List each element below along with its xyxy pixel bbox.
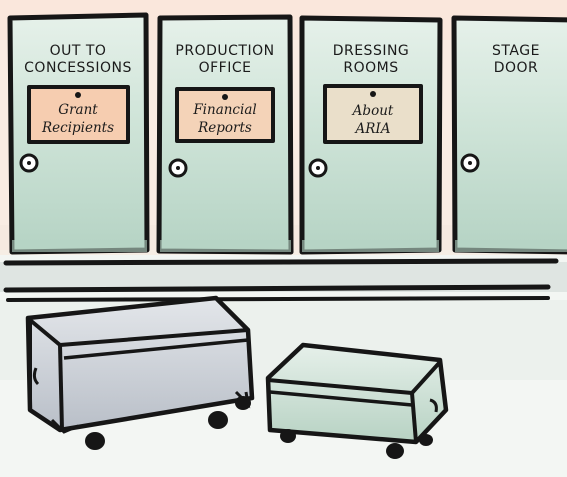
sign-line2: Recipients bbox=[41, 120, 114, 136]
door-title-line1: OUT TO bbox=[50, 43, 107, 59]
door-title-line2: CONCESSIONS bbox=[24, 60, 132, 76]
door-title-line1: PRODUCTION bbox=[175, 43, 274, 59]
doorknob-icon bbox=[460, 153, 480, 173]
road-case-grey bbox=[25, 295, 255, 450]
doorknob-icon bbox=[168, 158, 188, 178]
door-stage-door[interactable]: STAGE DOOR bbox=[451, 15, 567, 255]
wheel-icon bbox=[280, 429, 296, 443]
sign-line1: Financial bbox=[192, 102, 256, 118]
doorknob-icon bbox=[19, 153, 39, 173]
door-title-line1: DRESSING bbox=[333, 43, 410, 59]
sign-line1: Grant bbox=[58, 102, 98, 118]
sign-about-aria[interactable]: About ARIA bbox=[323, 84, 423, 144]
door-title-line2: ROOMS bbox=[343, 60, 398, 76]
wheel-icon bbox=[419, 434, 433, 446]
sign-line2: ARIA bbox=[354, 121, 391, 137]
door-title-line1: STAGE bbox=[492, 43, 540, 59]
sign-financial-reports[interactable]: Financial Reports bbox=[175, 87, 275, 143]
wheel-icon bbox=[235, 396, 251, 410]
floor-rails bbox=[3, 258, 559, 302]
sign-nail-icon bbox=[222, 94, 228, 100]
sign-grant-recipients[interactable]: Grant Recipients bbox=[27, 85, 130, 144]
sign-line1: About bbox=[351, 103, 394, 119]
handle-icon bbox=[32, 367, 40, 386]
sign-line2: Reports bbox=[197, 120, 252, 136]
doorknob-icon bbox=[308, 158, 328, 178]
wheel-icon bbox=[386, 443, 404, 459]
door-dressing-rooms[interactable]: DRESSING ROOMS About ARIA bbox=[299, 15, 443, 255]
sign-nail-icon bbox=[370, 91, 376, 97]
road-case-green bbox=[265, 342, 449, 459]
wheel-icon bbox=[208, 411, 228, 429]
sign-nail-icon bbox=[75, 92, 81, 98]
door-title-line2: DOOR bbox=[494, 60, 539, 76]
handle-icon bbox=[429, 398, 438, 413]
door-title-line2: OFFICE bbox=[199, 60, 252, 76]
wheel-icon bbox=[85, 432, 105, 450]
door-out-to-concessions[interactable]: OUT TO CONCESSIONS Grant Recipients bbox=[7, 12, 150, 255]
door-production-office[interactable]: PRODUCTION OFFICE Financial Reports bbox=[156, 14, 294, 255]
